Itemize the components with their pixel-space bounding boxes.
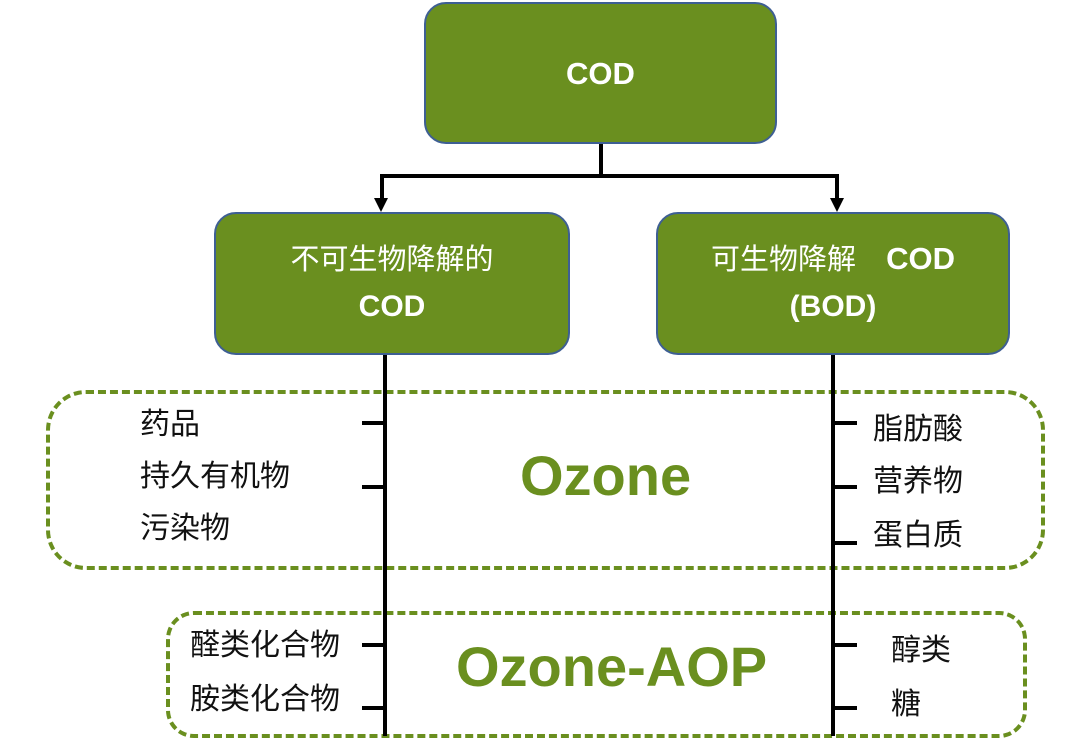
right-arrowhead	[830, 198, 844, 212]
left-branch-connector	[380, 174, 384, 200]
ozone-right-item: 脂肪酸	[873, 412, 963, 447]
branch-connector	[380, 174, 839, 178]
ozone-group-box	[46, 390, 1045, 570]
ozone-right-tick	[835, 421, 857, 425]
right-node-title-row: 可生物降解 COD	[658, 236, 1008, 278]
aop-right-tick	[835, 706, 857, 710]
left-node-code: COD	[358, 290, 426, 323]
ozone-left-item: 药品	[140, 407, 200, 442]
aop-left-tick	[362, 706, 384, 710]
ozone-left-item: 持久有机物	[140, 459, 290, 494]
ozone-title: Ozone	[520, 444, 692, 507]
left-node-label: 不可生物降解的	[290, 242, 494, 276]
aop-right-item: 糖	[891, 687, 921, 722]
ozone-right-tick	[835, 541, 857, 545]
root-node-label: COD	[566, 56, 635, 91]
biodegradable-cod-node: 可生物降解 COD (BOD)	[656, 212, 1010, 355]
right-node-label: 可生物降解	[711, 242, 857, 276]
ozone-right-tick	[835, 485, 857, 489]
aop-left-item: 醛类化合物	[190, 628, 340, 663]
left-arrowhead	[374, 198, 388, 212]
ozone-aop-group-box	[166, 611, 1027, 738]
root-node-cod: COD	[424, 2, 777, 144]
ozone-left-item: 污染物	[140, 511, 230, 546]
right-branch-connector	[835, 174, 839, 200]
right-node-bod: (BOD)	[789, 290, 877, 323]
ozone-aop-title: Ozone-AOP	[456, 635, 768, 698]
left-trunk-line	[383, 355, 387, 736]
ozone-left-tick	[362, 485, 384, 489]
ozone-left-tick	[362, 421, 384, 425]
aop-left-item: 胺类化合物	[190, 682, 340, 717]
ozone-right-item: 蛋白质	[873, 518, 963, 553]
aop-left-tick	[362, 643, 384, 647]
root-connector	[599, 144, 603, 176]
non-biodegradable-cod-node: 不可生物降解的 COD	[214, 212, 570, 355]
aop-right-tick	[835, 643, 857, 647]
right-trunk-line	[831, 355, 835, 736]
ozone-right-item: 营养物	[873, 464, 963, 499]
right-node-code: COD	[886, 241, 955, 276]
aop-right-item: 醇类	[891, 633, 951, 668]
